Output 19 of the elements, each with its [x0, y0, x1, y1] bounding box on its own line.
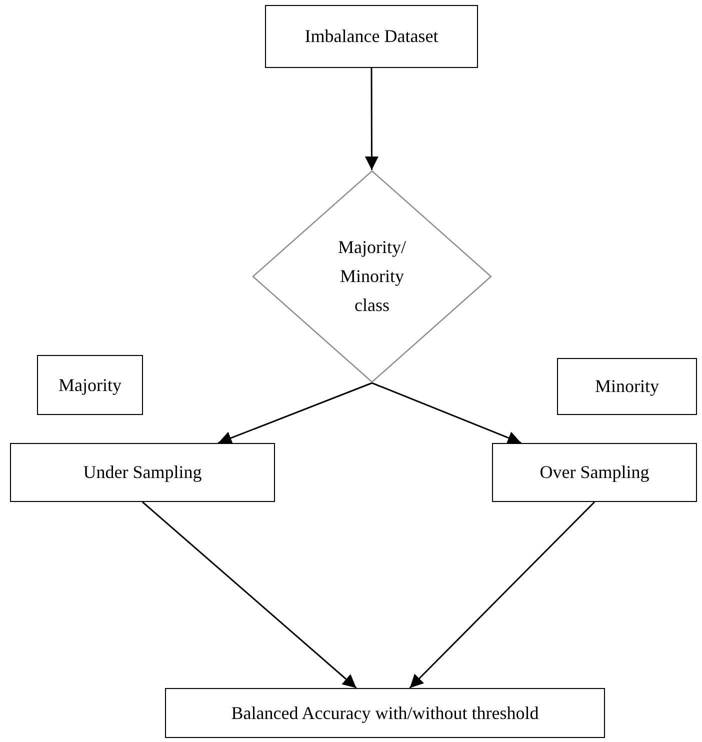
process-box	[557, 358, 697, 415]
process-box	[10, 443, 275, 502]
process-box	[165, 688, 605, 738]
node-label: Imbalance Dataset	[304, 25, 438, 48]
node-label: Minority	[594, 375, 659, 398]
node-label: Majority	[58, 374, 122, 397]
decision-diamond	[252, 170, 492, 383]
arrow	[218, 382, 372, 444]
node-label: Over Sampling	[540, 461, 650, 484]
arrow	[364, 68, 378, 170]
process-box	[37, 355, 143, 415]
arrow	[142, 501, 357, 689]
arrow	[409, 501, 596, 689]
node-label: Majority/ Minority class	[337, 236, 407, 317]
process-box	[492, 443, 697, 502]
arrow	[372, 382, 522, 444]
node-label: Under Sampling	[83, 461, 202, 484]
process-box	[265, 5, 478, 68]
node-label: Balanced Accuracy with/without threshold	[231, 702, 539, 725]
